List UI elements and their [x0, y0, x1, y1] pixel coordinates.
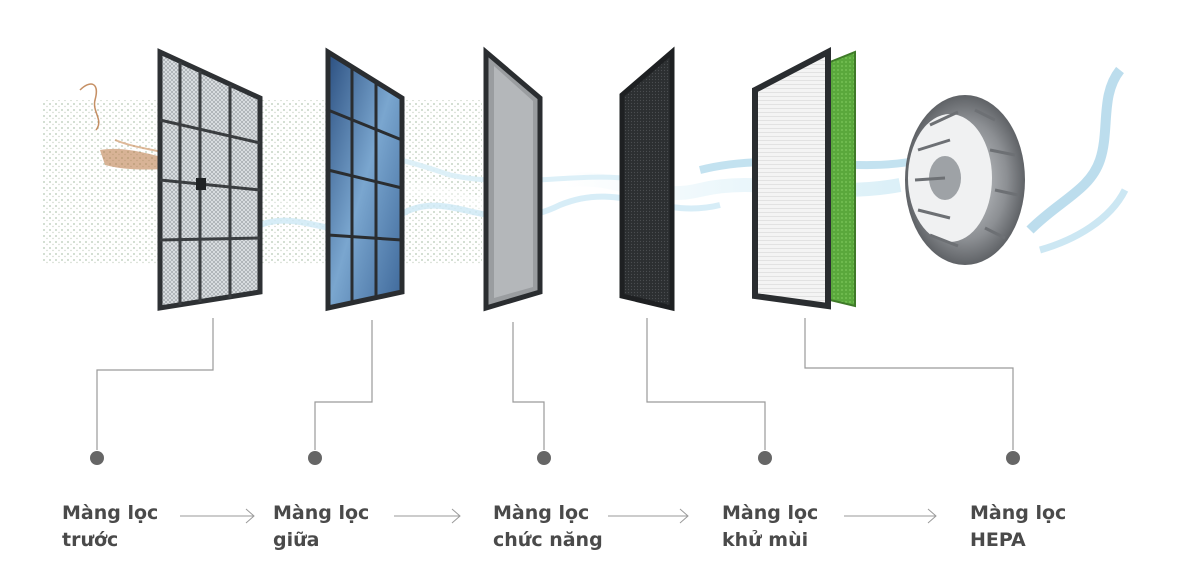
dot-pre [90, 451, 104, 465]
label-hepa-line2: HEPA [970, 529, 1026, 551]
connector-func [512, 322, 545, 450]
dot-func [537, 451, 551, 465]
mid-filter-grid-icon [325, 47, 405, 312]
dot-deo [758, 451, 772, 465]
label-deo-line2: khử mùi [722, 529, 809, 551]
label-deo-line1: Màng lọc [722, 502, 819, 524]
functional-filter-icon [483, 46, 543, 312]
dot-mid [308, 451, 322, 465]
label-deodorizing-filter: Màng lọc khử mùi [722, 500, 882, 554]
dot-hepa [1006, 451, 1020, 465]
label-hepa-filter: Màng lọc HEPA [970, 500, 1130, 554]
label-pre-line2: trước [62, 529, 119, 551]
label-hepa-line1: Màng lọc [970, 502, 1067, 524]
connector-mid [314, 320, 373, 450]
label-mid-line1: Màng lọc [273, 502, 370, 524]
label-mid-filter: Màng lọc giữa [273, 500, 433, 554]
arrow-right-icon [394, 508, 461, 524]
arrow-right-icon [844, 508, 937, 524]
label-func-line1: Màng lọc [493, 502, 590, 524]
pre-filter-mesh-icon [157, 48, 263, 311]
connector-dots [90, 451, 1020, 465]
hepa-filter-icon [752, 47, 856, 310]
label-functional-filter: Màng lọc chức năng [493, 500, 653, 554]
arrow-right-icon [608, 508, 689, 524]
label-pre-filter: Màng lọc trước [62, 500, 222, 554]
connector-pre [96, 318, 214, 450]
connector-deo [646, 318, 766, 450]
arrow-right-icon [180, 508, 255, 524]
connector-lines [96, 318, 1014, 450]
connector-hepa [804, 318, 1014, 450]
label-func-line2: chức năng [493, 529, 603, 551]
label-pre-line1: Màng lọc [62, 502, 159, 524]
carbon-filter-icon [619, 46, 675, 312]
fan-impeller-icon [905, 95, 1025, 265]
label-mid-line2: giữa [273, 529, 320, 551]
